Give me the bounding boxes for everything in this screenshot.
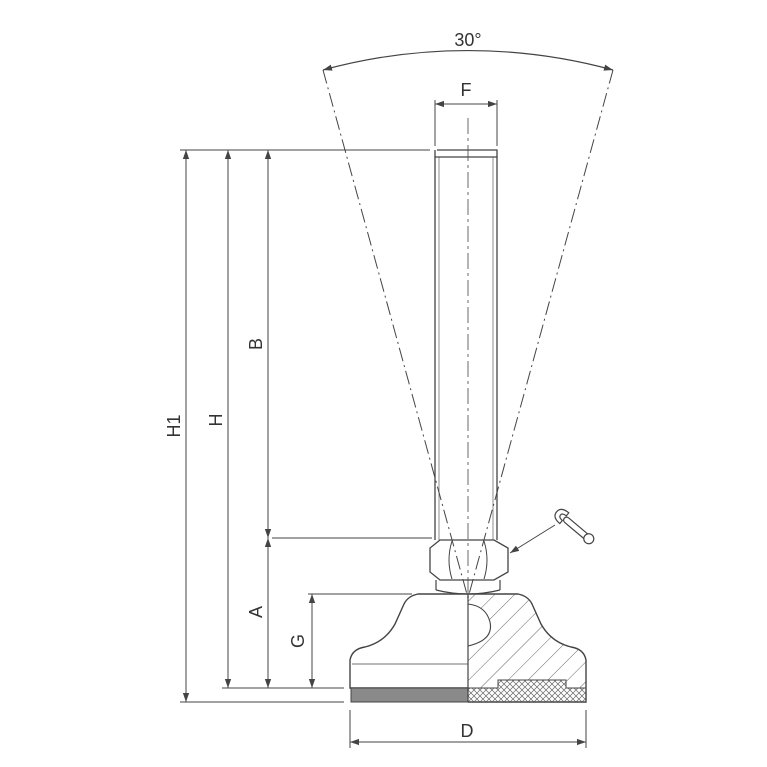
dimension-lines bbox=[182, 100, 586, 746]
base-section-half bbox=[467, 593, 587, 703]
label-H1: H1 bbox=[164, 414, 184, 437]
dimension-labels: 30° F B H1 H A G D bbox=[164, 30, 482, 741]
hex-nut bbox=[429, 539, 509, 595]
label-angle: 30° bbox=[454, 30, 481, 50]
wrench-icon bbox=[509, 508, 595, 554]
extension-lines bbox=[180, 100, 587, 748]
label-H: H bbox=[206, 414, 226, 427]
threaded-stem bbox=[434, 149, 498, 540]
label-D: D bbox=[461, 721, 474, 741]
label-A: A bbox=[246, 606, 266, 618]
base-exterior-half bbox=[349, 593, 469, 703]
label-G: G bbox=[288, 634, 308, 648]
label-B: B bbox=[246, 338, 266, 350]
label-F: F bbox=[461, 80, 472, 100]
swivel-angle-cone bbox=[322, 49, 614, 599]
